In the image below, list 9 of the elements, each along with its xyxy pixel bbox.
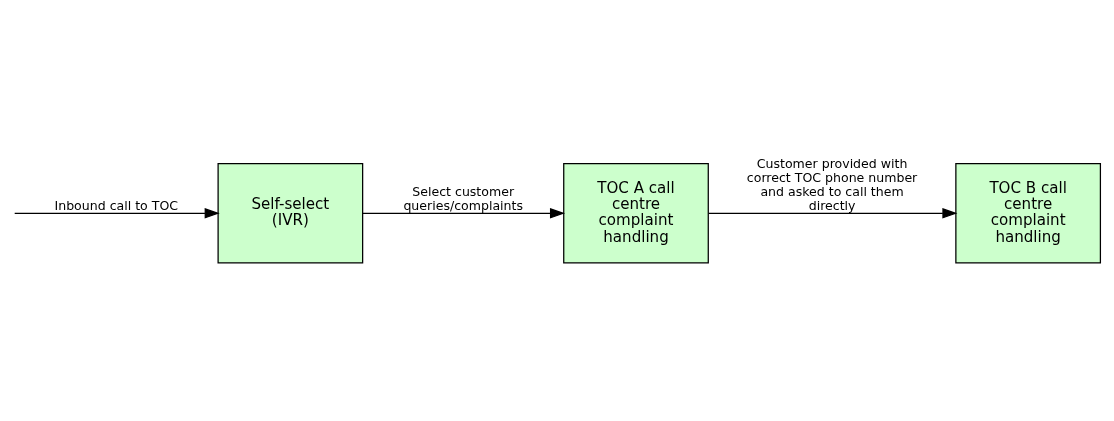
node-box: Self-select (IVR) [217,163,364,264]
edge-label: Inbound call to TOC [54,197,179,213]
edge-label: Customer provided with correct TOC phone number and asked to call them directly [746,156,918,213]
edge-label: Select customer queries/complaints [403,183,523,213]
node-box: TOC A call centre complaint handling [563,163,709,264]
arrow [708,208,958,219]
node-box: TOC B call centre complaint handling [955,163,1102,264]
arrow [362,208,566,219]
arrow [14,208,220,219]
